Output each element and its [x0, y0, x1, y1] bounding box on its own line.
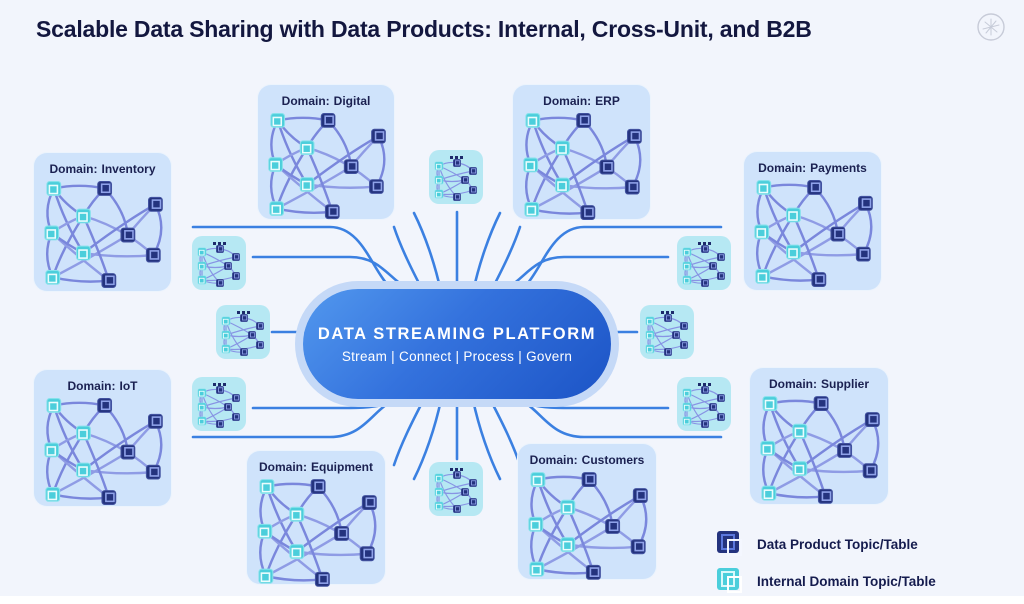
data-product-cluster-icon [192, 236, 246, 290]
data-product-cluster-icon [216, 305, 270, 359]
domain-label-name: IoT [119, 379, 138, 393]
domain-label-name: Inventory [101, 162, 156, 176]
data-product-cluster-icon [640, 305, 694, 359]
legend-label: Data Product Topic/Table [757, 536, 918, 552]
internal-domain-topic-icon [717, 568, 742, 593]
domain-box-digital: Domain:Digital [257, 84, 395, 220]
domain-label: Domain:ERP [513, 94, 650, 108]
domain-box-payments: Domain:Payments [743, 151, 882, 291]
domain-label-prefix: Domain: [49, 162, 98, 176]
pinwheel-logo-icon [977, 13, 1005, 41]
data-product-topic-icon [717, 531, 742, 556]
data-product-cluster-icon [677, 236, 731, 290]
platform-title: DATA STREAMING PLATFORM [317, 324, 597, 343]
domain-label-name: Customers [581, 453, 645, 467]
domain-label-prefix: Domain: [67, 379, 116, 393]
domain-label-prefix: Domain: [281, 94, 330, 108]
domain-label: Domain: Equipment [247, 460, 385, 474]
domain-network-graphic [39, 180, 166, 291]
legend-item-internal-domain: Internal Domain Topic/Table [716, 567, 936, 595]
domain-network-graphic [252, 478, 380, 590]
domain-label: Domain:IoT [34, 379, 171, 393]
domain-label-prefix: Domain: [259, 460, 307, 474]
data-streaming-platform-pill: DATA STREAMING PLATFORM Stream | Connect… [303, 289, 611, 399]
page-title: Scalable Data Sharing with Data Products… [36, 16, 812, 42]
domain-label-name: Digital [333, 94, 371, 108]
domain-label: Domain:Customers [518, 453, 656, 467]
domain-box-supplier: Domain:Supplier [749, 367, 889, 505]
domain-label-name: Payments [810, 161, 867, 175]
domain-box-erp: Domain:ERP [512, 84, 651, 220]
platform-subtitle: Stream | Connect | Process | Govern [341, 348, 573, 364]
data-product-cluster-icon [429, 462, 483, 516]
legend-item-data-product: Data Product Topic/Table [716, 530, 936, 558]
domain-network-graphic [518, 112, 645, 223]
domain-label-name: Supplier [820, 377, 869, 391]
data-product-cluster-icon [429, 150, 483, 204]
domain-network-graphic [749, 179, 876, 290]
domain-label: Domain:Inventory [34, 162, 171, 176]
domain-box-customers: Domain:Customers [517, 443, 657, 580]
domain-label: Domain:Digital [258, 94, 394, 108]
domain-label: Domain:Supplier [750, 377, 888, 391]
domain-label-prefix: Domain: [529, 453, 578, 467]
legend: Data Product Topic/Table Internal Domain… [716, 530, 936, 595]
domain-network-graphic [39, 397, 166, 508]
domain-box-equipment: Domain: Equipment [246, 450, 386, 585]
data-product-cluster-icon [677, 377, 731, 431]
domain-box-iot: Domain:IoT [33, 369, 172, 507]
domain-label-prefix: Domain: [768, 377, 817, 391]
domain-network-graphic [523, 471, 651, 583]
domain-box-inventory: Domain:Inventory [33, 152, 172, 292]
domain-network-graphic [755, 395, 883, 507]
domain-label-prefix: Domain: [543, 94, 592, 108]
domain-label-name: ERP [595, 94, 620, 108]
domain-label: Domain:Payments [744, 161, 881, 175]
domain-network-graphic [263, 112, 389, 222]
legend-label: Internal Domain Topic/Table [757, 573, 936, 589]
bottom-strip [0, 596, 1024, 604]
data-product-cluster-icon [192, 377, 246, 431]
domain-label-name: Equipment [311, 460, 373, 474]
domain-label-prefix: Domain: [758, 161, 807, 175]
